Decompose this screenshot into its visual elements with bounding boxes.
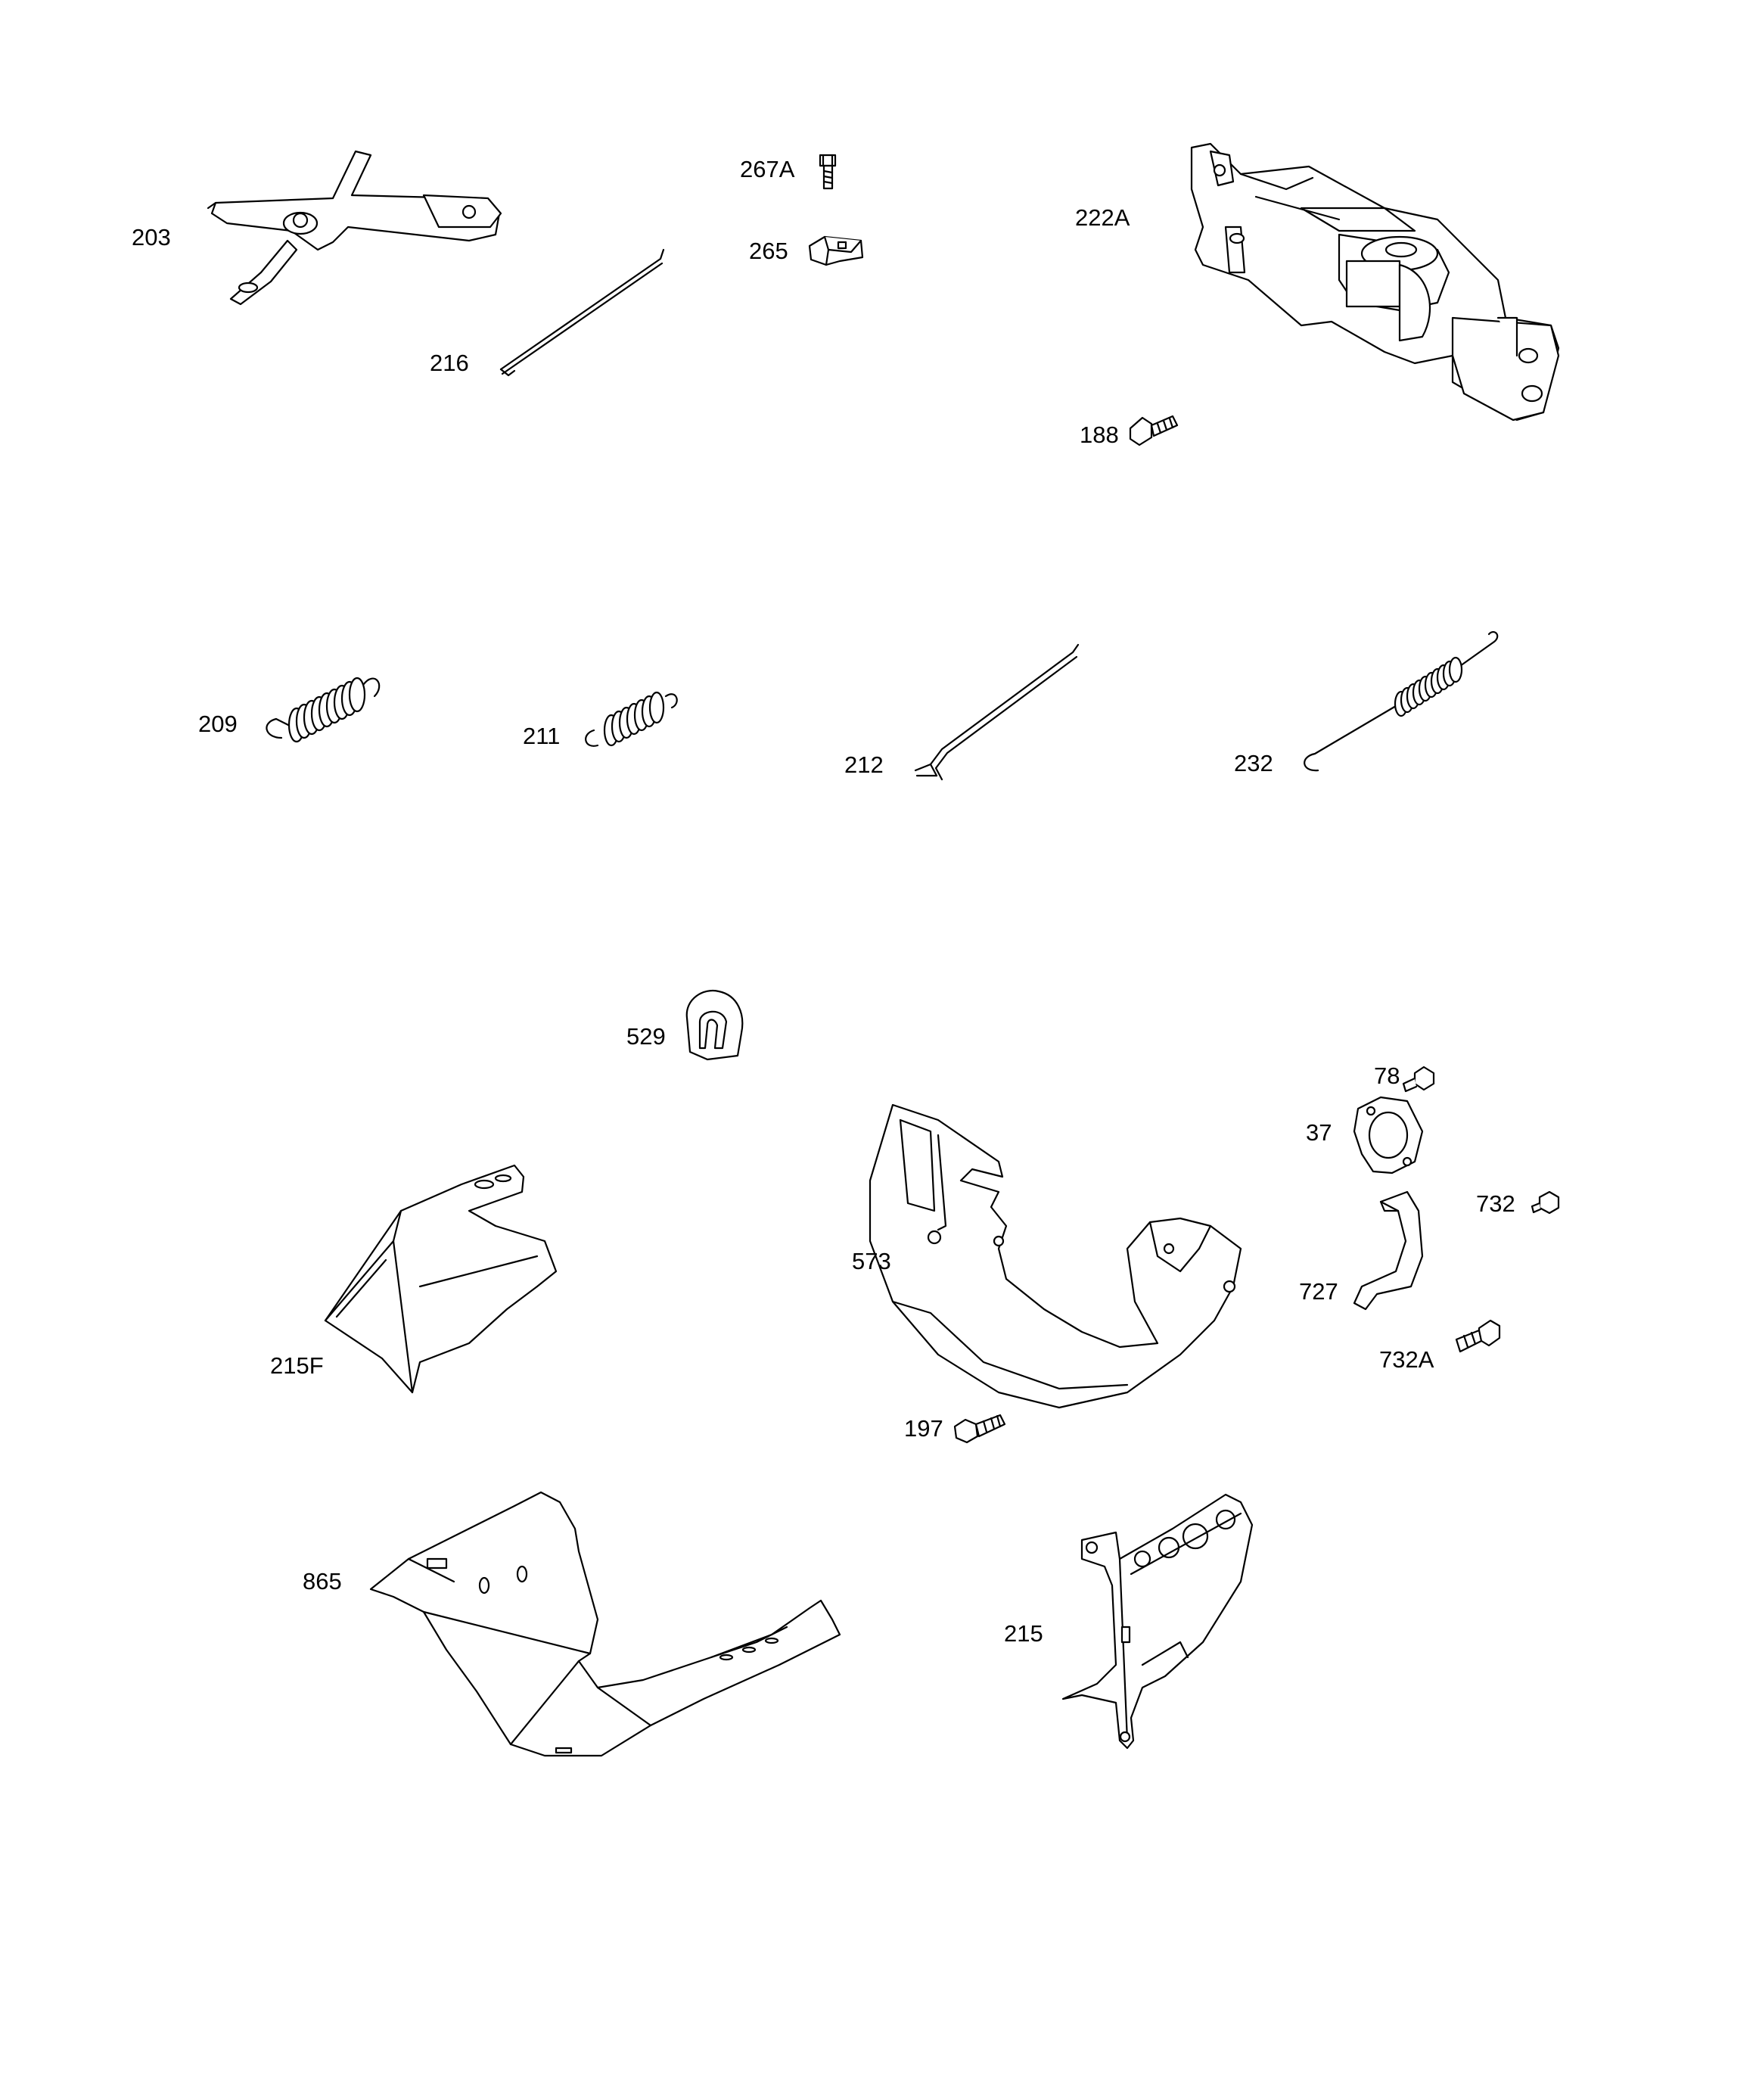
part-215-air-guide [1061,1493,1254,1750]
part-215F-baffle [324,1164,558,1394]
part-212-link-rod [914,643,1080,781]
part-267A-screw [819,154,837,190]
callout-215: 215 [1004,1620,1043,1647]
part-573-shroud [869,1103,1242,1409]
callout-573: 573 [852,1248,891,1274]
callout-203: 203 [132,224,171,250]
callout-232: 232 [1234,750,1273,776]
part-209-spring [266,677,381,743]
part-197-bolt [953,1414,1006,1444]
callout-732: 732 [1476,1190,1515,1217]
part-265-clip [808,235,864,266]
part-232-spring [1304,630,1499,772]
callout-865: 865 [303,1568,342,1594]
part-732-screw [1531,1190,1560,1215]
callout-212: 212 [844,751,884,778]
callout-197: 197 [904,1415,943,1442]
part-78-screw [1402,1066,1435,1093]
part-732A-bolt [1455,1319,1501,1353]
callout-265: 265 [749,238,788,264]
callout-732A: 732A [1379,1346,1434,1373]
part-37-gasket [1353,1096,1424,1174]
part-727-bracket [1353,1190,1424,1311]
callout-727: 727 [1299,1278,1338,1305]
callout-211: 211 [523,723,561,749]
callout-222A: 222A [1075,204,1130,231]
part-529-grommet [685,989,744,1061]
callout-78: 78 [1374,1062,1400,1089]
part-188-bolt [1129,415,1179,446]
part-211-spring [585,691,678,747]
part-216-link-rod [499,248,665,377]
part-865-air-guide [369,1491,841,1757]
callout-529: 529 [626,1023,666,1050]
callout-215F: 215F [270,1352,324,1379]
part-203-governor-lever [207,150,502,306]
callout-209: 209 [198,711,238,737]
callout-37: 37 [1306,1119,1332,1146]
callout-216: 216 [430,350,469,376]
callout-267A: 267A [740,156,795,182]
callout-188: 188 [1080,422,1119,448]
part-222A-control-bracket [1190,142,1560,422]
